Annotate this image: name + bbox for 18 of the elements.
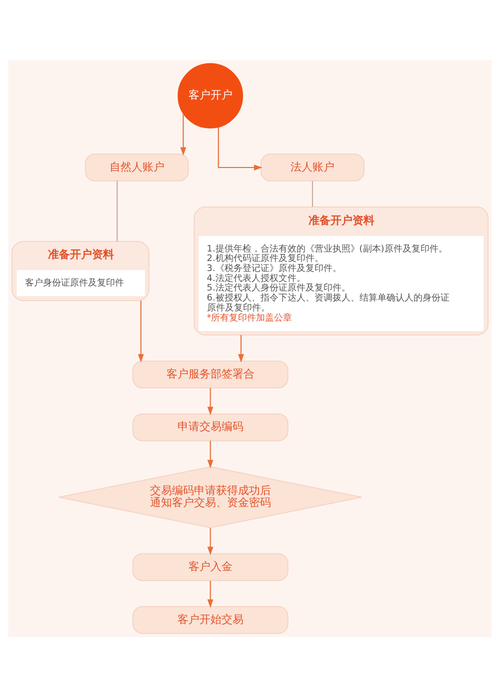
arrow <box>138 300 144 362</box>
node-circle: 客户开户 <box>178 62 244 128</box>
node-box: 客户开始交易 <box>132 606 288 634</box>
node-diamond: 交易编码申请获得成功后通知客户交易、资金密码 <box>58 466 362 528</box>
arrow <box>180 113 186 156</box>
arrow <box>207 580 214 608</box>
arrow <box>238 334 244 362</box>
node-box: 申请交易编码 <box>132 412 288 441</box>
connector <box>312 180 314 206</box>
node-box: 客户服务部签署合 <box>132 360 288 388</box>
arrow <box>207 388 214 415</box>
node-box: 客户入金 <box>132 552 288 580</box>
arrow <box>218 126 262 170</box>
node-box: 自然人账户 <box>84 153 189 181</box>
arrow <box>207 440 214 468</box>
connector <box>116 180 118 241</box>
node-box: 法人账户 <box>260 153 364 181</box>
arrow <box>207 528 214 555</box>
